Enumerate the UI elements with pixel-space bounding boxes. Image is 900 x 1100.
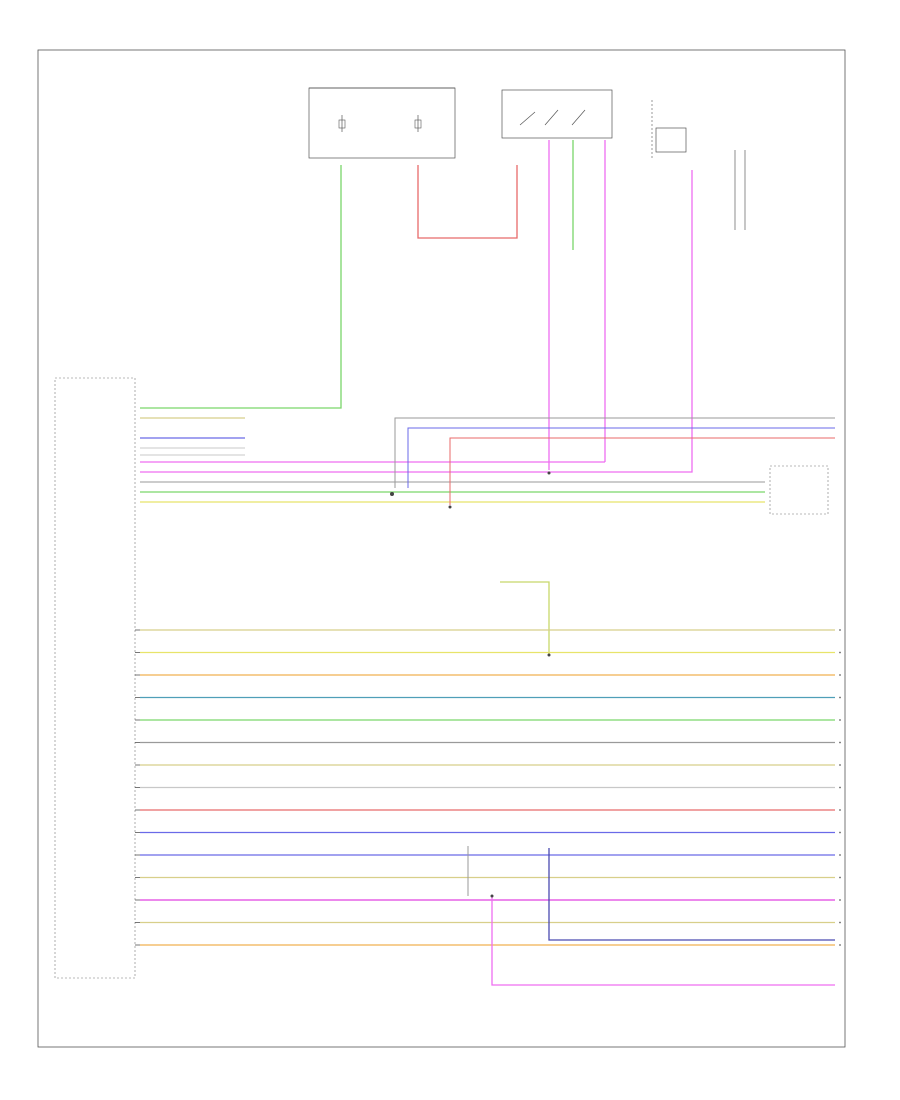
wire-end-marker (839, 876, 841, 879)
harness-wires (140, 629, 835, 946)
wire-end-marker (839, 674, 841, 676)
wire-end-marker (839, 719, 841, 721)
wire-pink-brake (140, 170, 693, 473)
wire-gray-top (394, 417, 835, 488)
wire-end-marker (839, 831, 841, 834)
wire-green-feed (140, 165, 342, 409)
wire-red-fuse (417, 165, 518, 239)
module-pins (135, 629, 841, 946)
splice-point-3 (490, 894, 494, 898)
wire-navy-return (548, 848, 835, 941)
wire-blue-top (407, 427, 835, 488)
diagram-frame (37, 49, 846, 1048)
wire-end-marker (839, 921, 841, 924)
clutch-pedal-switch (501, 89, 613, 139)
wire-end-marker (839, 696, 841, 699)
splice-point (448, 505, 452, 509)
wire-sensor-feed (500, 581, 550, 655)
shift-lever-module (769, 465, 829, 515)
wire-end-marker (839, 809, 841, 811)
wire-end-marker (839, 741, 841, 744)
wire-red-top (449, 437, 835, 505)
wire-end-marker (839, 854, 841, 856)
wire-end-marker (839, 944, 841, 946)
wire-end-marker (839, 764, 841, 766)
wire-pink-return (491, 896, 835, 986)
powertrain-control-module (54, 377, 136, 979)
wire-end-marker (839, 651, 841, 654)
splice-junction (547, 653, 551, 657)
wire-end-marker (839, 629, 841, 631)
brake-switch (651, 100, 746, 230)
ground-point (390, 492, 394, 496)
splice-point-2 (547, 471, 551, 475)
wire-end-marker (839, 899, 841, 901)
wire-end-marker (839, 786, 841, 789)
fuse-block (308, 87, 456, 159)
